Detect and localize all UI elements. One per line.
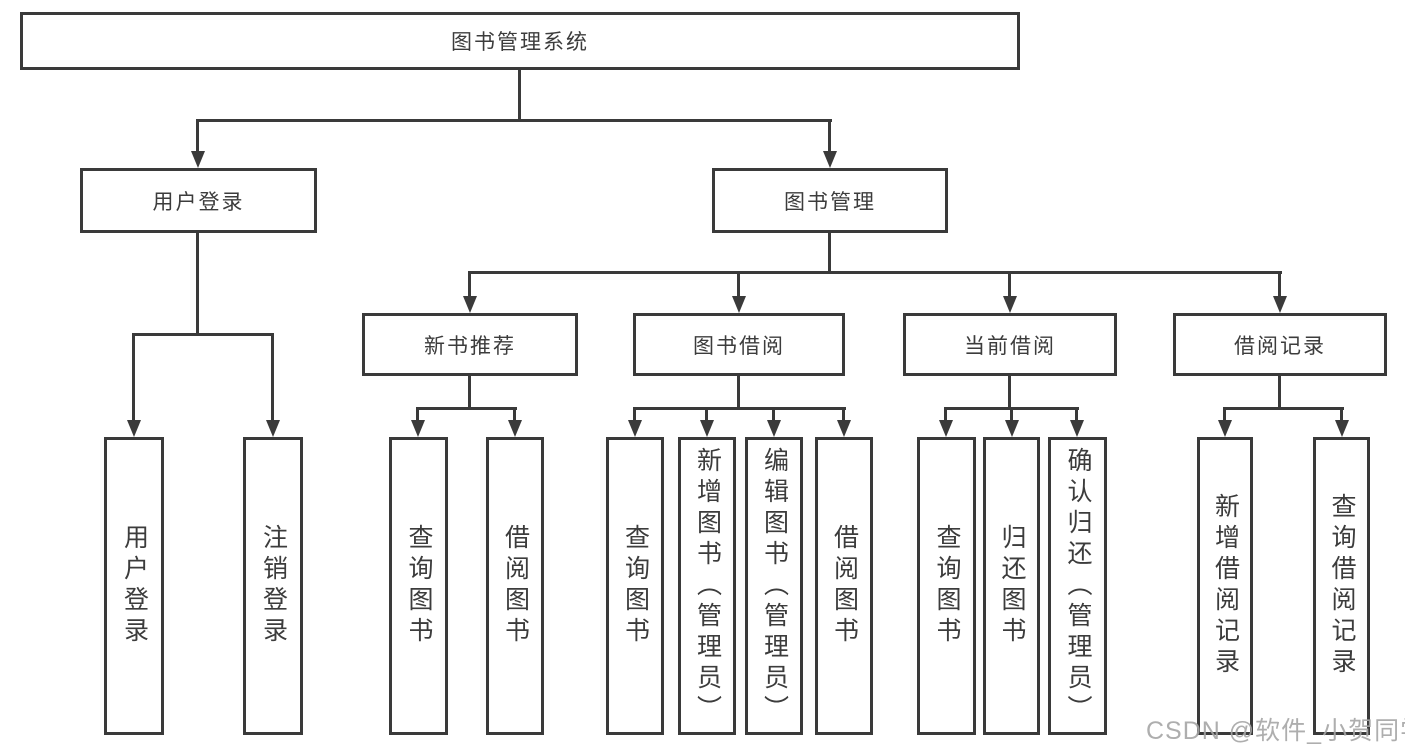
node-label: 查询图书	[933, 524, 961, 648]
connector-vline	[1008, 271, 1011, 298]
connector-vline	[772, 407, 775, 422]
connector-vline	[842, 407, 845, 422]
node-label: 查询图书	[405, 524, 433, 648]
arrow-down-icon	[191, 151, 205, 168]
arrow-down-icon	[508, 420, 522, 437]
node-label: 借阅记录	[1234, 334, 1326, 358]
leaf-add-borrow-record: 新增借阅记录	[1197, 437, 1253, 735]
connector-vline	[1340, 407, 1343, 422]
node-label: 图书借阅	[693, 334, 785, 358]
connector-vline	[1278, 376, 1281, 410]
watermark-text: CSDN @软件_小贺同学	[1146, 717, 1405, 745]
connector-vline	[468, 376, 471, 410]
arrow-down-icon	[823, 151, 837, 168]
connector-vline	[196, 233, 199, 336]
connector-vline	[132, 333, 135, 422]
arrow-down-icon	[732, 296, 746, 313]
node-label: 新增借阅记录	[1211, 493, 1240, 679]
connector-vline	[468, 271, 471, 298]
node-label: 用户登录	[120, 524, 149, 648]
connector-vline	[705, 407, 708, 422]
connector-vline	[737, 376, 740, 410]
connector-hline	[132, 333, 274, 336]
arrow-down-icon	[266, 420, 280, 437]
node-current-borrowing: 当前借阅	[903, 313, 1117, 376]
node-label: 查询图书	[621, 524, 650, 648]
leaf-user-login: 用户登录	[104, 437, 164, 735]
connector-vline	[513, 407, 516, 422]
node-label: 注销登录	[259, 524, 288, 648]
leaf-logout-login: 注销登录	[243, 437, 303, 735]
node-label: 图书管理系统	[451, 31, 589, 54]
leaf-confirm-return-admin: 确认归还（管理员）	[1048, 437, 1107, 735]
connector-vline	[1008, 376, 1011, 410]
node-book-management: 图书管理	[712, 168, 948, 233]
node-label: 图书管理	[784, 190, 876, 214]
connector-vline	[944, 407, 947, 422]
arrow-down-icon	[1335, 420, 1349, 437]
connector-vline	[196, 119, 199, 153]
arrow-down-icon	[127, 420, 141, 437]
node-label: 新书推荐	[424, 334, 516, 358]
node-book-borrowing: 图书借阅	[633, 313, 845, 376]
arrow-down-icon	[837, 420, 851, 437]
connector-vline	[828, 119, 831, 153]
leaf-query-borrow-record: 查询借阅记录	[1313, 437, 1370, 735]
node-label: 新增图书（管理员）	[693, 446, 722, 726]
node-label: 借阅图书	[501, 524, 530, 648]
connector-vline	[518, 70, 521, 122]
arrow-down-icon	[700, 420, 714, 437]
connector-vline	[1223, 407, 1226, 422]
connector-vline	[828, 233, 831, 274]
connector-vline	[1075, 407, 1078, 422]
arrow-down-icon	[767, 420, 781, 437]
leaf-query-books-2: 查询图书	[606, 437, 664, 735]
leaf-query-books-1: 查询图书	[389, 437, 448, 735]
node-label: 编辑图书（管理员）	[760, 446, 789, 726]
node-label: 用户登录	[152, 190, 245, 214]
arrow-down-icon	[1218, 420, 1232, 437]
node-library-management-system: 图书管理系统	[20, 12, 1020, 70]
connector-hline	[1223, 407, 1344, 410]
arrow-down-icon	[939, 420, 953, 437]
connector-vline	[1010, 407, 1013, 422]
leaf-borrow-books-2: 借阅图书	[815, 437, 873, 735]
node-user-login: 用户登录	[80, 168, 317, 233]
leaf-add-books-admin: 新增图书（管理员）	[678, 437, 736, 735]
arrow-down-icon	[1273, 296, 1287, 313]
node-label: 归还图书	[998, 524, 1026, 648]
connector-hline	[633, 407, 846, 410]
arrow-down-icon	[1070, 420, 1084, 437]
leaf-return-books: 归还图书	[983, 437, 1040, 735]
arrow-down-icon	[411, 420, 425, 437]
arrow-down-icon	[463, 296, 477, 313]
connector-hline	[468, 271, 1282, 274]
node-label: 确认归还（管理员）	[1064, 446, 1092, 726]
connector-vline	[271, 333, 274, 422]
connector-hline	[196, 119, 832, 122]
node-label: 查询借阅记录	[1328, 493, 1356, 679]
arrow-down-icon	[1005, 420, 1019, 437]
arrow-down-icon	[628, 420, 642, 437]
node-label: 借阅图书	[830, 524, 859, 648]
leaf-borrow-books-1: 借阅图书	[486, 437, 544, 735]
connector-vline	[416, 407, 419, 422]
connector-vline	[1278, 271, 1281, 298]
node-borrowing-records: 借阅记录	[1173, 313, 1387, 376]
arrow-down-icon	[1003, 296, 1017, 313]
node-label: 当前借阅	[964, 334, 1056, 358]
connector-vline	[633, 407, 636, 422]
connector-hline	[416, 407, 517, 410]
connector-vline	[737, 271, 740, 298]
leaf-edit-books-admin: 编辑图书（管理员）	[745, 437, 803, 735]
leaf-query-books-3: 查询图书	[917, 437, 976, 735]
node-new-book-recommendation: 新书推荐	[362, 313, 578, 376]
